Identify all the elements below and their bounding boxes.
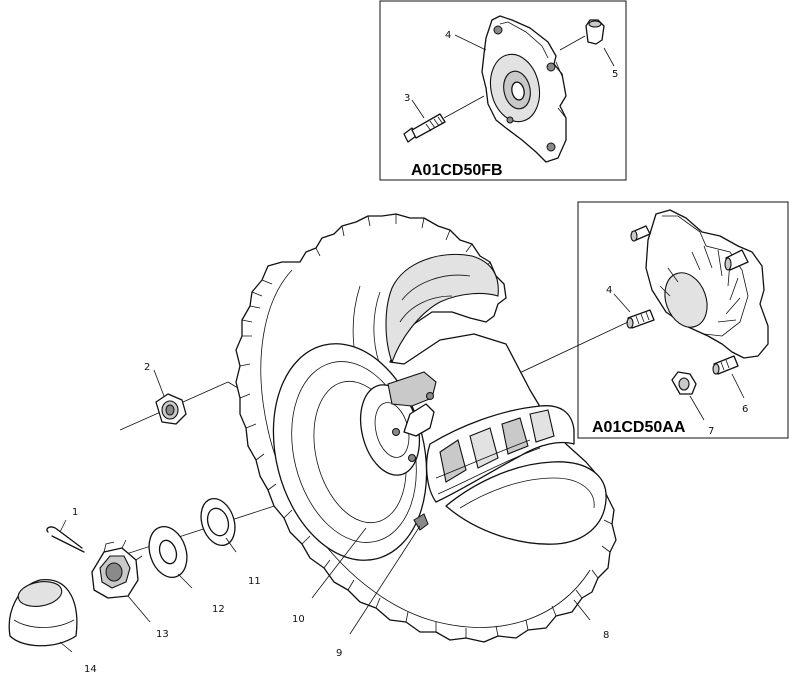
callout-10: 10 bbox=[292, 614, 305, 625]
inset-top-frame bbox=[379, 0, 627, 181]
callout-7: 7 bbox=[708, 426, 714, 437]
hex-nut-icon bbox=[559, 19, 605, 51]
washer-icon bbox=[200, 497, 236, 547]
inset-top: 4 3 5 A01CD50FB bbox=[379, 0, 627, 181]
callout-5: 5 bbox=[612, 69, 618, 80]
callout-3: 3 bbox=[404, 93, 410, 104]
callout-8: 8 bbox=[603, 630, 609, 641]
callout-6: 6 bbox=[742, 404, 748, 415]
callout-12: 12 bbox=[212, 604, 225, 615]
inset-top-code: A01CD50FB bbox=[411, 162, 503, 179]
cotter-pin-icon bbox=[46, 526, 85, 553]
callout-1: 1 bbox=[72, 507, 78, 518]
callout-4-top: 4 bbox=[445, 30, 451, 41]
inset-right: 4 6 7 A01CD50AA bbox=[577, 201, 789, 439]
tire-section-icon bbox=[425, 405, 607, 545]
hex-nut-icon bbox=[155, 393, 187, 425]
callout-9: 9 bbox=[336, 648, 342, 659]
inset-right-code: A01CD50AA bbox=[592, 419, 686, 436]
hub-cap-icon bbox=[8, 579, 78, 647]
callout-2: 2 bbox=[144, 362, 150, 373]
hex-nut-icon bbox=[671, 371, 697, 395]
washer-icon bbox=[148, 526, 188, 578]
callout-11: 11 bbox=[248, 576, 261, 587]
wheel-rim-icon bbox=[272, 343, 437, 561]
hub-top-icon bbox=[481, 15, 567, 163]
callout-13: 13 bbox=[156, 629, 169, 640]
bolt-icon bbox=[403, 95, 485, 143]
main-assembly: 1 2 8 9 10 11 12 13 14 bbox=[8, 213, 629, 674]
callout-14: 14 bbox=[84, 664, 97, 674]
castle-nut-icon bbox=[91, 539, 143, 599]
inset-right-frame bbox=[577, 201, 789, 439]
callout-4-right: 4 bbox=[606, 285, 612, 296]
stud-icon bbox=[626, 225, 749, 375]
hub-right-icon bbox=[645, 209, 769, 359]
